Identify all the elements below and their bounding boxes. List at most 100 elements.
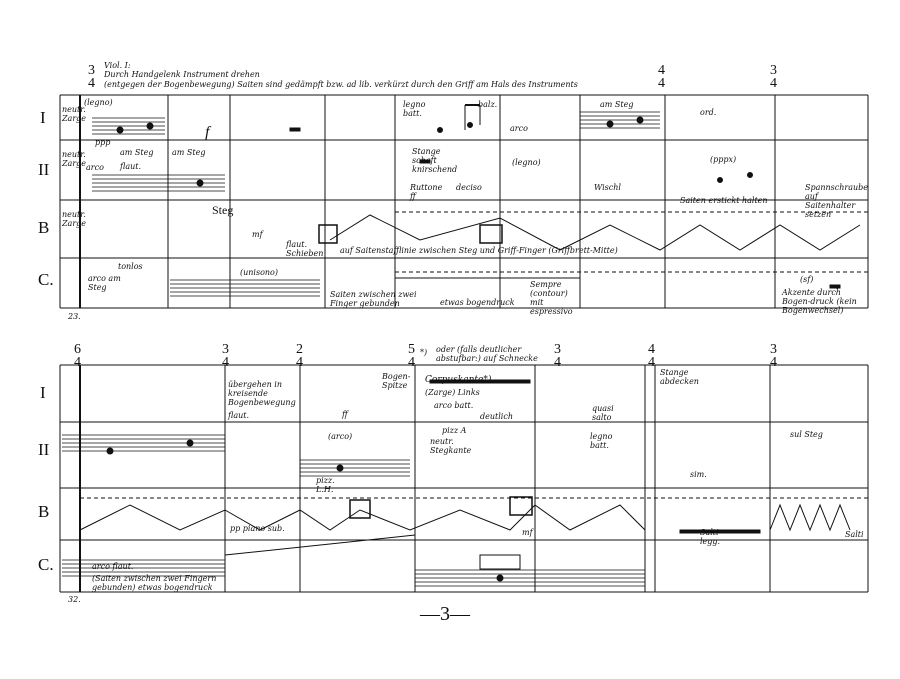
annotation: ord. xyxy=(700,108,717,117)
dynamic: mf xyxy=(252,230,263,239)
annotation: am Steg xyxy=(172,148,206,157)
annotation: legno batt. xyxy=(403,100,426,118)
annotation: legno batt. xyxy=(590,432,613,450)
annotation: arco am Steg xyxy=(88,274,121,292)
time-sig-numerator: 5 xyxy=(408,342,415,357)
instrument-label-I: I xyxy=(40,383,46,402)
time-sig-numerator: 3 xyxy=(770,342,777,357)
barlines-system2 xyxy=(79,365,869,592)
annotation: am Steg xyxy=(120,148,154,157)
instrument-label-B: B xyxy=(38,502,50,521)
annotation: flaut. xyxy=(228,411,250,420)
footnote-marker: *) xyxy=(420,348,428,357)
annotation: Akzente durch Bogen-druck (kein Bogenwec… xyxy=(782,288,857,315)
annotation: (Saiten zwischen zwei Fingern gebunden) … xyxy=(92,574,217,592)
bowing-zigzag xyxy=(329,214,861,251)
annotation: neutr. Zarge xyxy=(62,210,87,228)
annotation: (pppx) xyxy=(710,155,737,164)
annotation: Saiten erstickt halten xyxy=(680,196,768,205)
time-sig-numerator: 3 xyxy=(222,342,229,357)
annotation: auf Saitenstafflinie zwischen Steg und G… xyxy=(340,246,618,255)
time-sig-numerator: 3 xyxy=(770,63,777,78)
instrument-label-II: II xyxy=(38,160,50,179)
annotation: Stange abdecken xyxy=(660,368,699,386)
time-sig-denominator: 4 xyxy=(222,355,229,370)
annotation: (legno) xyxy=(512,158,541,167)
time-sig-numerator: 2 xyxy=(296,342,303,357)
annotation: arco batt. xyxy=(434,401,474,410)
time-sig-numerator: 6 xyxy=(74,342,81,357)
time-sig-denominator: 4 xyxy=(648,355,655,370)
annotation: (Zarge) Links xyxy=(425,388,480,397)
time-sig-denominator: 4 xyxy=(296,355,303,370)
annotation: neutr. Zarge xyxy=(62,150,87,168)
annotation: (arco) xyxy=(328,432,353,441)
annotation: pizz. L.H. xyxy=(316,476,335,494)
boxed-number xyxy=(318,224,338,244)
annotation: Corpuskante*) xyxy=(425,375,492,385)
annotation: Spannschraube auf Saitenhalter setzen xyxy=(805,183,869,219)
annotation: Bogen-Spitze xyxy=(382,372,411,390)
instruction-line3: (entgegen der Bogenbewegung) Saiten sind… xyxy=(104,80,578,89)
dynamic: f xyxy=(205,124,210,141)
time-sig-denominator: 4 xyxy=(658,76,665,91)
time-sig-denominator: 4 xyxy=(88,76,95,91)
annotation: oder (falls deutlicher abstufbar:) auf S… xyxy=(436,345,538,363)
annotation: deutlich xyxy=(480,412,513,421)
instrument-label-C: C. xyxy=(38,555,54,574)
annotation: tonlos xyxy=(118,262,143,271)
dynamic: ff xyxy=(342,410,348,419)
time-sig-denominator: 4 xyxy=(770,76,777,91)
annotation: arco flaut. xyxy=(92,562,134,571)
time-sig-numerator: 3 xyxy=(554,342,561,357)
time-sig-denominator: 4 xyxy=(554,355,561,370)
page-number: —3— xyxy=(420,603,470,625)
instrument-label-II: II xyxy=(38,440,50,459)
annotation: arco xyxy=(510,124,528,133)
annotation: neutr. Stegkante xyxy=(430,437,472,455)
annotation: sim. xyxy=(690,470,707,479)
annotation: flaut. Schieben xyxy=(286,240,324,258)
annotation: Salti legg. xyxy=(700,528,721,546)
annotation: Sempre (contour) mit espressivo xyxy=(530,280,573,316)
annotation: etwas bogendruck xyxy=(440,298,515,307)
measure-number: 23. xyxy=(68,312,81,321)
annotation: ppp xyxy=(95,138,111,147)
annotation: (sf) xyxy=(800,275,814,284)
time-sig-numerator: 4 xyxy=(658,63,665,78)
time-sig-numerator: 4 xyxy=(648,342,655,357)
annotation: neutr. Zarge xyxy=(62,105,87,123)
annotation: flaut. xyxy=(120,162,142,171)
dynamic: mf xyxy=(522,528,533,537)
annotation: sul Steg xyxy=(790,430,823,439)
instruction-line1: Viol. I: xyxy=(104,61,131,70)
time-sig-numerator: 3 xyxy=(88,63,95,78)
annotation: Saiten zwischen zwei Finger gebunden xyxy=(330,290,417,308)
time-sig-denominator: 4 xyxy=(408,355,415,370)
annotation: pizz A xyxy=(442,426,467,435)
instrument-label-I: I xyxy=(40,108,46,127)
bowing-zigzag-2 xyxy=(79,504,646,531)
annotation: Ruttone ff xyxy=(410,183,443,201)
annotation: Steg xyxy=(212,203,234,217)
annotation: (legno) xyxy=(84,98,113,107)
annotation: pp piano sub. xyxy=(230,524,285,533)
annotation: quasi salto xyxy=(592,404,614,422)
annotation: arco xyxy=(86,163,104,172)
annotation: übergehen in kreisende Bogenbewegung xyxy=(228,380,296,407)
annotation: deciso xyxy=(456,183,482,192)
annotation: am Steg xyxy=(600,100,634,109)
time-sig-denominator: 4 xyxy=(770,355,777,370)
